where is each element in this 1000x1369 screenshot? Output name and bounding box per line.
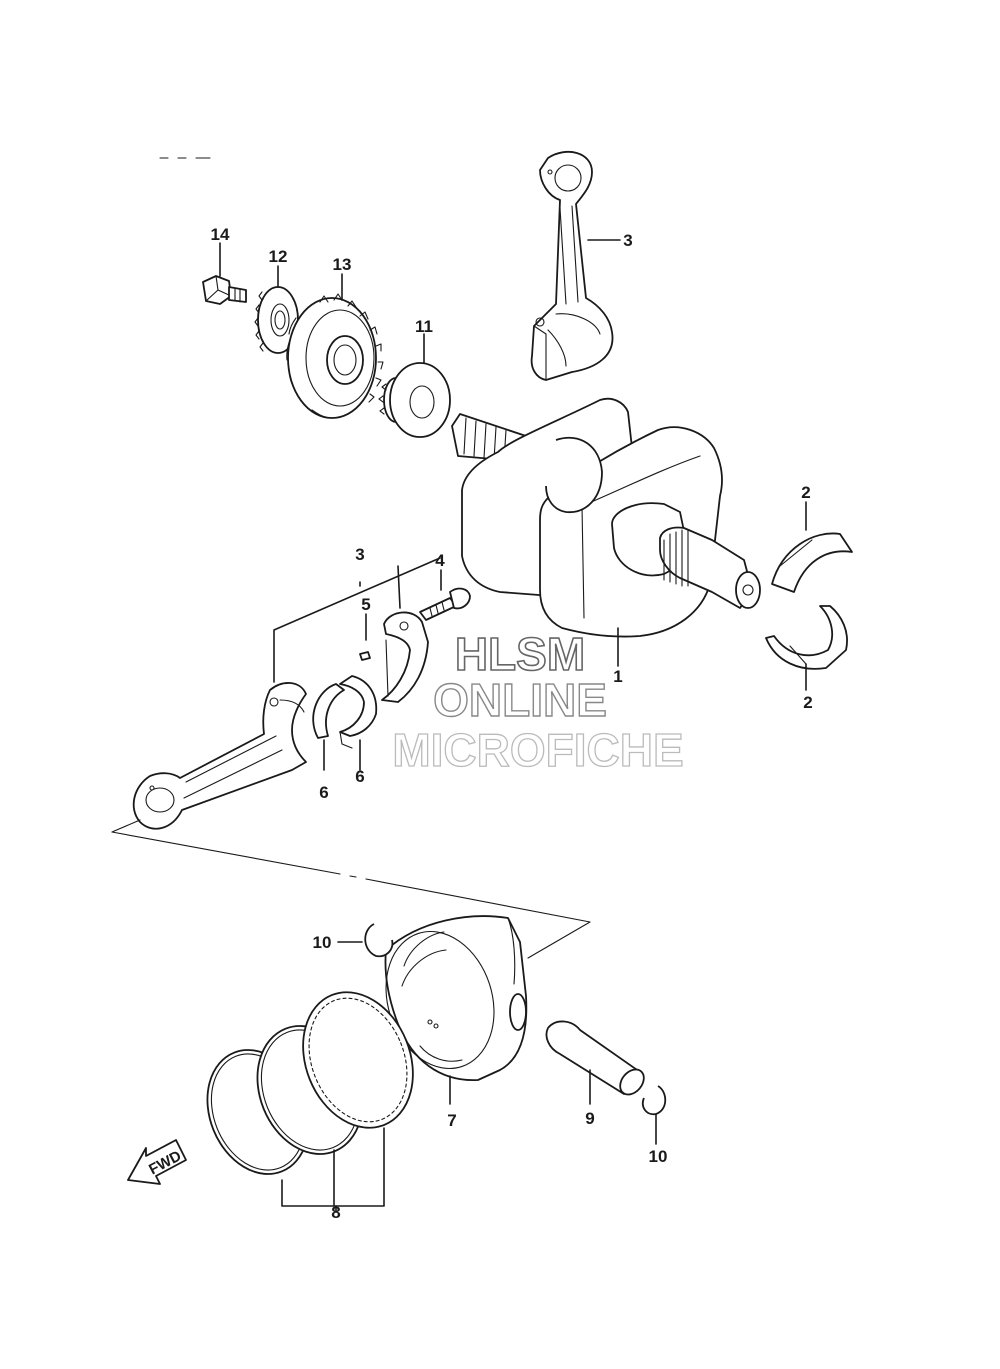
label-conrod-top: 3 (623, 231, 632, 250)
label-crankshaft: 1 (613, 667, 622, 686)
label-conrod-bearing-b: 6 (355, 767, 364, 786)
conrod-bearing-a-part (312, 683, 345, 771)
small-gear-part (254, 265, 299, 354)
label-conrod-group: 3 (355, 545, 364, 564)
label-pin: 5 (361, 595, 370, 614)
bolt-part (202, 242, 247, 305)
label-bolt: 14 (211, 225, 230, 244)
label-bearing-upper: 2 (801, 483, 810, 502)
circlip-left-part (337, 923, 394, 958)
label-circlip-right: 10 (649, 1147, 668, 1166)
circlip-right-part (641, 1085, 667, 1145)
label-conrod-bolt: 4 (435, 551, 445, 570)
piston-part (384, 915, 528, 1105)
crankshaft-part (451, 397, 761, 667)
main-bearing-upper-part (771, 501, 853, 593)
conrod-lower-part (132, 682, 307, 830)
fwd-arrow-icon: FWD (127, 1139, 187, 1185)
conrod-top-part (530, 150, 621, 381)
watermark-line-2: ONLINE (433, 674, 607, 726)
conrod-bolt-part (419, 569, 471, 621)
label-small-gear: 12 (269, 247, 288, 266)
conrod-bearing-b-part (339, 675, 378, 771)
label-conrod-bearing-a: 6 (319, 783, 328, 802)
watermark: HLSM ONLINE MICROFICHE (392, 627, 685, 776)
label-piston-pin: 9 (585, 1109, 594, 1128)
main-bearing-lower-part (765, 605, 848, 691)
piston-pin-part (545, 1020, 645, 1105)
large-gear-part (286, 273, 384, 419)
label-piston: 7 (447, 1111, 456, 1130)
label-washer: 11 (415, 317, 433, 336)
piston-rings-part (206, 991, 414, 1213)
watermark-line-1: HLSM (455, 628, 585, 680)
dowel-pin-part (359, 613, 371, 661)
label-bearing-lower: 2 (803, 693, 812, 712)
piston-connection-line (111, 819, 591, 959)
label-large-gear: 13 (333, 255, 352, 274)
conrod-group-bracket (273, 557, 441, 683)
washer-part (378, 333, 451, 438)
label-piston-rings: 8 (331, 1203, 340, 1222)
watermark-line-3: MICROFICHE (392, 724, 683, 776)
conrod-cap-part (381, 611, 429, 703)
label-circlip-left: 10 (313, 933, 332, 952)
